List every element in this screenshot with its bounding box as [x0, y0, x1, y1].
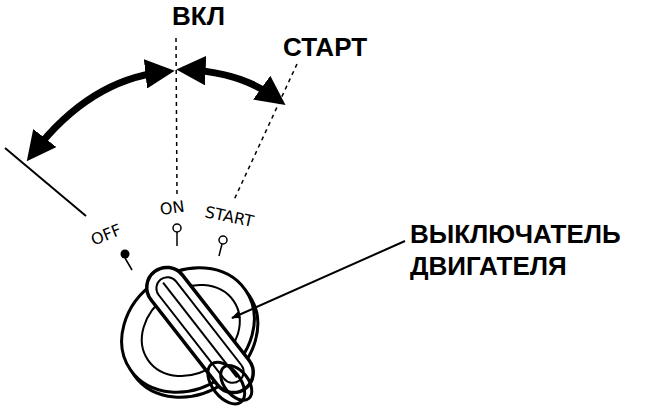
marker-stem: [219, 244, 222, 256]
off-dot: [121, 250, 130, 259]
on-dashed-line: [176, 38, 177, 196]
switch-marking: ON: [159, 198, 186, 219]
position-label: ВКЛ: [172, 0, 225, 32]
rotation-arrow: [34, 72, 163, 152]
position-label: СТАРТ: [283, 31, 367, 63]
start-dashed-line: [234, 64, 297, 200]
leader-line: [232, 241, 405, 318]
off-limit-line: [5, 148, 86, 216]
on-mark: [173, 224, 181, 232]
marker-stem: [176, 232, 178, 246]
ignition-key: [134, 259, 268, 408]
marker-stem: [125, 258, 132, 270]
switch-marking: START: [203, 203, 255, 231]
start-mark: [219, 236, 227, 244]
rotation-arrow: [188, 70, 276, 98]
part-name: ВЫКЛЮЧАТЕЛЬ ДВИГАТЕЛЯ: [410, 218, 652, 282]
switch-marking: OFF: [89, 221, 124, 249]
switch-body: [97, 242, 282, 408]
